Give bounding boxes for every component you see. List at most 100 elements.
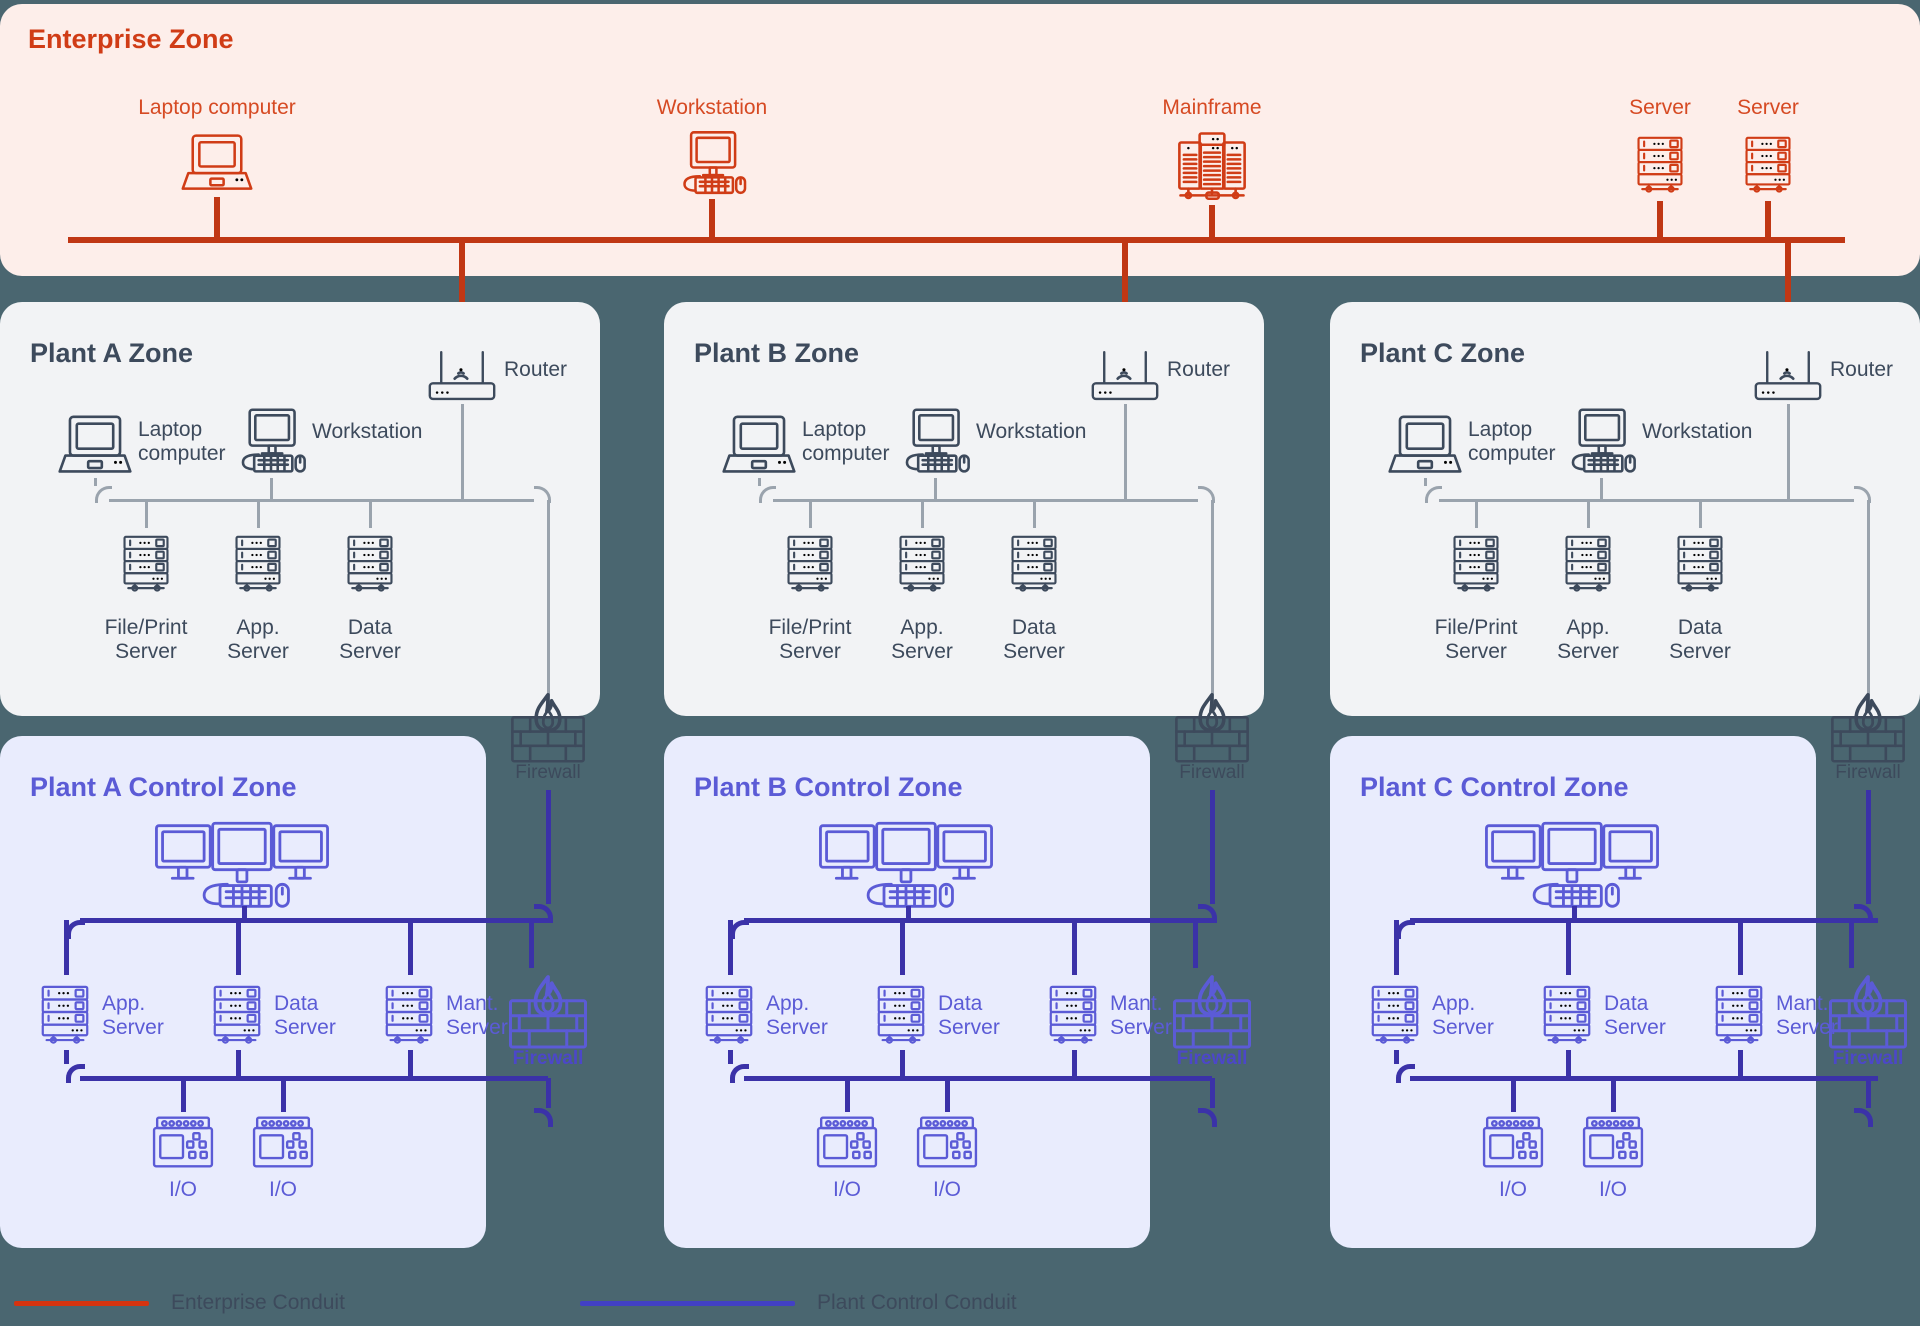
conduit-segment-horizontal — [773, 498, 1198, 502]
plant-zone-panel-0 — [0, 302, 600, 716]
legend-label-1: Plant Control Conduit — [817, 1291, 1017, 1314]
control-io-label-1-1: I/O — [932, 1178, 961, 1201]
control-io-label-0-0: I/O — [168, 1178, 197, 1201]
plant-server-label-2-2: Data Server — [1669, 616, 1731, 663]
conduit-elbow — [1854, 904, 1873, 923]
plant-server-label-1-0: File/Print Server — [768, 616, 852, 663]
plant-router-icon-1 — [1087, 348, 1163, 402]
plant-zone-title-2: Plant C Zone — [1360, 338, 1526, 368]
conduit-elbow — [534, 904, 553, 923]
plant-router-label-0: Router — [504, 358, 568, 381]
plant-zone-title-0: Plant A Zone — [30, 338, 194, 368]
enterprise-node-label-1: Workstation — [656, 96, 768, 119]
control-firewall-icon-2 — [1828, 972, 1908, 1052]
conduit-segment-vertical — [1765, 201, 1771, 240]
conduit-segment-vertical — [1510, 1078, 1516, 1112]
conduit-segment-vertical — [1032, 500, 1036, 528]
enterprise-node-label-4: Server — [1737, 96, 1799, 119]
conduit-segment-vertical — [808, 500, 812, 528]
plant-firewall-icon-2 — [1830, 690, 1906, 766]
conduit-elbow — [1396, 1064, 1415, 1083]
conduit-elbow — [759, 486, 776, 503]
plant-workstation-icon-2 — [1564, 404, 1638, 476]
plant-server-icon-1-2 — [1006, 528, 1062, 596]
conduit-segment-vertical — [1737, 920, 1743, 975]
plant-server-icon-2-0 — [1448, 528, 1504, 596]
conduit-segment-vertical — [63, 920, 69, 975]
conduit-segment-vertical — [235, 920, 241, 975]
conduit-elbow — [1854, 486, 1871, 503]
control-zone-title-2: Plant C Control Zone — [1360, 772, 1629, 802]
control-server-icon-2-2 — [1710, 978, 1768, 1048]
conduit-elbow — [1198, 486, 1215, 503]
control-server-icon-1-1 — [872, 978, 930, 1048]
conduit-segment-horizontal — [744, 917, 1212, 923]
control-server-label-0-2: Mant. Server — [446, 992, 508, 1039]
conduit-segment-vertical — [1123, 404, 1127, 500]
conduit-segment-vertical — [1209, 1078, 1215, 1108]
plant-firewall-label-0: Firewall — [515, 762, 581, 783]
conduit-segment-vertical — [1209, 205, 1215, 240]
conduit-elbow — [1425, 486, 1442, 503]
plant-server-icon-1-0 — [782, 528, 838, 596]
control-server-label-0-1: Data Server — [274, 992, 336, 1039]
legend-item-1: Plant Control Conduit — [580, 1291, 1017, 1315]
conduit-elbow — [95, 486, 112, 503]
control-zone-panel-2 — [1330, 736, 1816, 1248]
control-io-module-icon-2-0 — [1482, 1113, 1544, 1171]
conduit-segment-vertical — [546, 500, 550, 712]
plant-server-label-2-0: File/Print Server — [1434, 616, 1518, 663]
control-server-label-2-1: Data Server — [1604, 992, 1666, 1039]
control-triple-monitor-workstation-icon-0 — [154, 820, 330, 912]
conduit-elbow — [730, 920, 749, 939]
conduit-segment-vertical — [1474, 500, 1478, 528]
conduit-elbow — [534, 1108, 553, 1127]
conduit-segment-vertical — [545, 1078, 551, 1108]
control-triple-monitor-workstation-icon-1 — [818, 820, 994, 912]
plant-workstation-label-1: Workstation — [976, 420, 1087, 443]
conduit-elbow — [66, 1064, 85, 1083]
conduit-segment-vertical — [407, 1050, 413, 1078]
control-server-icon-2-1 — [1538, 978, 1596, 1048]
conduit-elbow — [1854, 1108, 1873, 1127]
enterprise-node-label-2: Mainframe — [1162, 96, 1262, 119]
conduit-segment-horizontal — [80, 1075, 548, 1081]
plant-server-label-2-1: App. Server — [1557, 616, 1619, 663]
plant-workstation-icon-0 — [234, 404, 308, 476]
conduit-segment-vertical — [269, 478, 273, 500]
plant-server-label-0-1: App. Server — [227, 616, 289, 663]
plant-server-icon-0-2 — [342, 528, 398, 596]
conduit-segment-horizontal — [109, 498, 534, 502]
plant-laptop-label-2: Laptop computer — [1468, 418, 1556, 465]
legend-item-0: Enterprise Conduit — [14, 1291, 345, 1315]
plant-server-icon-0-0 — [118, 528, 174, 596]
enterprise-zone-panel — [0, 4, 1920, 276]
plant-firewall-icon-0 — [510, 690, 586, 766]
conduit-elbow — [66, 920, 85, 939]
conduit-segment-vertical — [1865, 790, 1871, 904]
conduit-segment-vertical — [63, 1050, 69, 1064]
conduit-elbow — [1198, 1108, 1217, 1127]
conduit-segment-vertical — [368, 500, 372, 528]
control-zone-title-0: Plant A Control Zone — [30, 772, 297, 802]
conduit-segment-vertical — [1193, 918, 1198, 968]
control-firewall-label-1: Firewall — [1176, 1048, 1248, 1069]
control-io-module-icon-2-1 — [1582, 1113, 1644, 1171]
conduit-segment-vertical — [1210, 500, 1214, 712]
conduit-segment-vertical — [1866, 500, 1870, 712]
conduit-segment-vertical — [93, 478, 97, 486]
conduit-segment-vertical — [944, 1078, 950, 1112]
enterprise-zone-title: Enterprise Zone — [28, 24, 234, 54]
plant-server-icon-2-1 — [1560, 528, 1616, 596]
conduit-segment-vertical — [529, 918, 534, 968]
conduit-segment-vertical — [899, 1050, 905, 1078]
plant-router-icon-0 — [424, 348, 500, 402]
legend-swatch-1 — [580, 1300, 795, 1306]
conduit-segment-vertical — [1565, 920, 1571, 975]
plant-workstation-label-0: Workstation — [312, 420, 423, 443]
conduit-segment-vertical — [407, 920, 413, 975]
conduit-segment-vertical — [727, 920, 733, 975]
plant-server-label-0-0: File/Print Server — [104, 616, 188, 663]
conduit-segment-vertical — [1209, 790, 1215, 904]
legend: Enterprise Conduit Plant Control Conduit — [0, 1285, 1920, 1326]
